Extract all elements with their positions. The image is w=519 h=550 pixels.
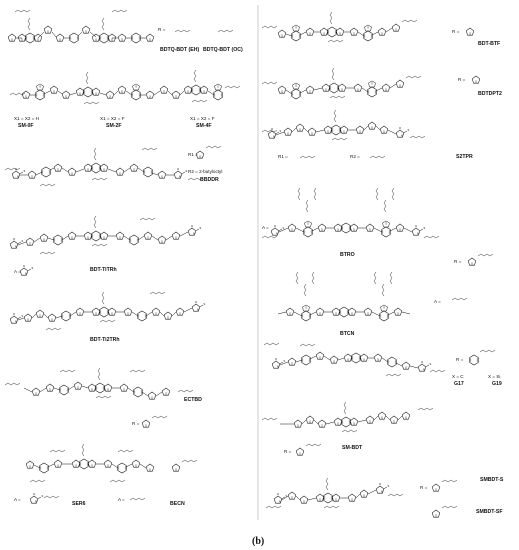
btcn-a-label: A = <box>434 299 441 304</box>
bdtdpt2-structure <box>261 67 481 99</box>
bdtq-bdt-structure <box>7 9 234 44</box>
smbdt-sf-label: SMBDT-SF <box>476 509 503 515</box>
bbddr-r1: R1 = <box>188 152 198 157</box>
smbdt-structure <box>265 477 458 518</box>
sm2f-condition: X1 = X2 = F <box>100 116 125 121</box>
sm-series-structure <box>9 69 241 105</box>
bdt-btf-structure <box>261 11 475 43</box>
btcn-structure <box>277 271 468 321</box>
g19-label: G19 <box>492 381 502 387</box>
s2tpr-r1: R1 = <box>278 154 288 159</box>
ectbd-structure <box>4 367 194 428</box>
g17-r-label: R = <box>456 357 464 362</box>
sm-bdt-structure <box>261 401 434 456</box>
g19-condition: X = Si <box>488 374 501 379</box>
ectbd-r-label: R = <box>132 421 140 426</box>
bbddr-structure <box>4 145 222 187</box>
bdtq-eh-label: BDTQ-BDT (EH) <box>160 47 200 53</box>
bdt-btf-r-label: R = <box>452 29 460 34</box>
figure-caption: (b) <box>252 536 265 547</box>
ser6-becn-structure <box>25 443 198 504</box>
btcn-label: BTCN <box>340 331 355 337</box>
sm2f-label: SM-2F <box>106 123 122 129</box>
sm0f-label: SM-0F <box>18 123 34 129</box>
s2tpr-structure <box>261 109 426 159</box>
bdtq-r-label: R = <box>158 27 166 32</box>
s2tpr-label: S2TPR <box>456 154 473 160</box>
ser6-a-label: A = <box>14 497 21 502</box>
sm4f-label: SM-4F <box>196 123 212 129</box>
bbddr-r2: R2 = 2-butyloctyl <box>188 169 223 174</box>
g17-label: G17 <box>454 381 464 387</box>
bdt-ti2trh-structure <box>9 263 206 331</box>
g17-condition: X = C <box>452 374 464 379</box>
sm4f-condition: X1 = X2 = F <box>190 116 215 121</box>
ectbd-label: ECTBD <box>184 397 202 403</box>
btro-a-label: A = <box>262 225 269 230</box>
btro-label: BTRO <box>340 252 355 258</box>
sm0f-condition: X1 = X2 = H <box>14 116 40 121</box>
s2tpr-r2: R2 = <box>350 154 360 159</box>
bdtq-oc-label: BDTQ-BDT (OC) <box>203 47 243 53</box>
btro-structure <box>261 187 494 266</box>
bdtdpt-r-label: R = <box>458 77 466 82</box>
ser6-label: SER6 <box>72 501 86 507</box>
bdt-ti2trh-label: BDT-Ti2TRh <box>90 337 120 343</box>
btro-r-label: R = <box>454 259 462 264</box>
sm-bdt-label: SM-BDT <box>342 445 363 451</box>
bdtdpt-label: BDTDPT2 <box>478 91 502 97</box>
becn-a-label: A = <box>118 497 125 502</box>
bbddr-label: BBDDR <box>200 177 219 183</box>
bdt-ti2trh-a-label: A = <box>14 269 21 274</box>
sm-bdt-r-label: R = <box>284 449 292 454</box>
g17-g19-structure <box>263 342 496 377</box>
becn-label: BECN <box>170 501 185 507</box>
smbdt-s-label: SMBDT-S <box>480 477 504 483</box>
bdt-btf-label: BDT-BTF <box>478 41 501 47</box>
smbdt-r-label: R = <box>420 485 428 490</box>
bdt-titrh-label: BDT-TiTRh <box>90 267 117 273</box>
bdt-titrh-structure <box>9 215 202 255</box>
